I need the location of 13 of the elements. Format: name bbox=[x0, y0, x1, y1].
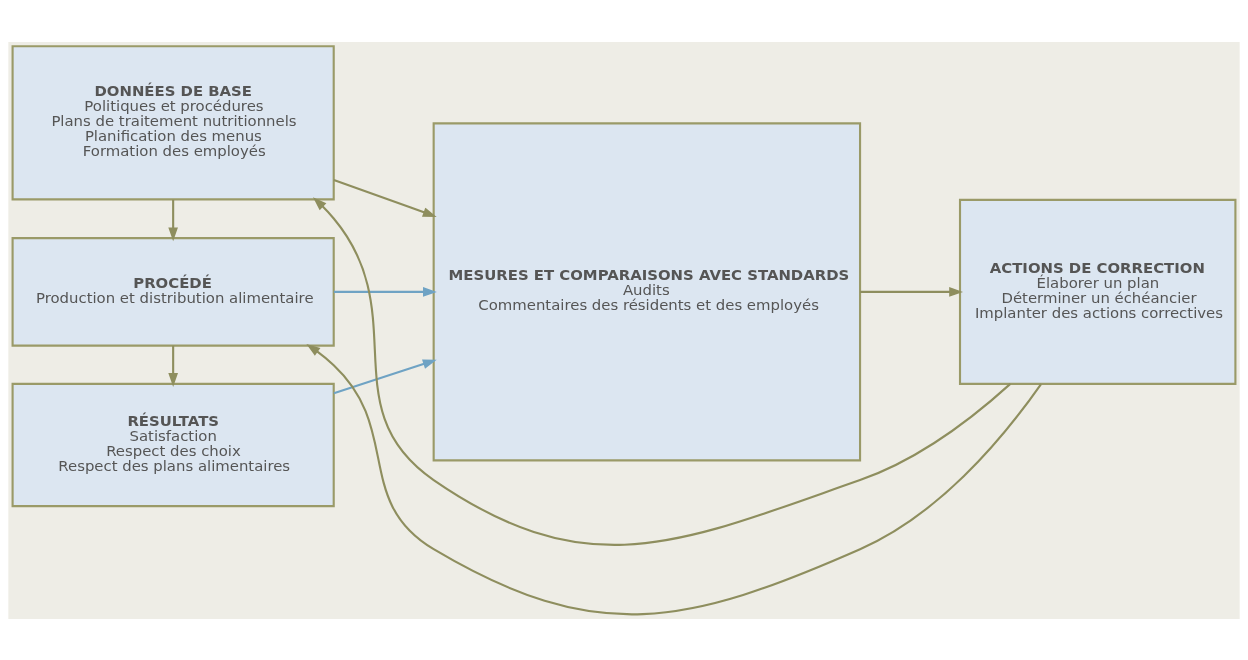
arrow bbox=[168, 199, 178, 241]
arrow bbox=[333, 178, 437, 217]
node-box: PROCÉDÉ Production et distribution alimentaire bbox=[11, 236, 335, 347]
arrow bbox=[333, 286, 437, 297]
arrow bbox=[860, 286, 964, 297]
node-box: MESURES ET COMPARAISONS AVEC STANDARDS Audits Commentaires des résidents et des employés bbox=[432, 121, 862, 461]
node-box: RÉSULTATS Satisfaction Respect des choix Respect des plans alimentaires bbox=[11, 382, 335, 507]
arrow bbox=[313, 196, 1012, 546]
node-box: ACTIONS DE CORRECTION Élaborer un plan Déterminer un échéancier Implanter des actions correctives bbox=[958, 198, 1237, 385]
arrow bbox=[168, 345, 178, 387]
arrow bbox=[306, 343, 1042, 615]
arrow bbox=[333, 358, 437, 394]
node-box: DONNÉES DE BASE Politiques et procédures Plans de traitement nutritionnels Planification des menus Formation des employés bbox=[11, 44, 335, 200]
